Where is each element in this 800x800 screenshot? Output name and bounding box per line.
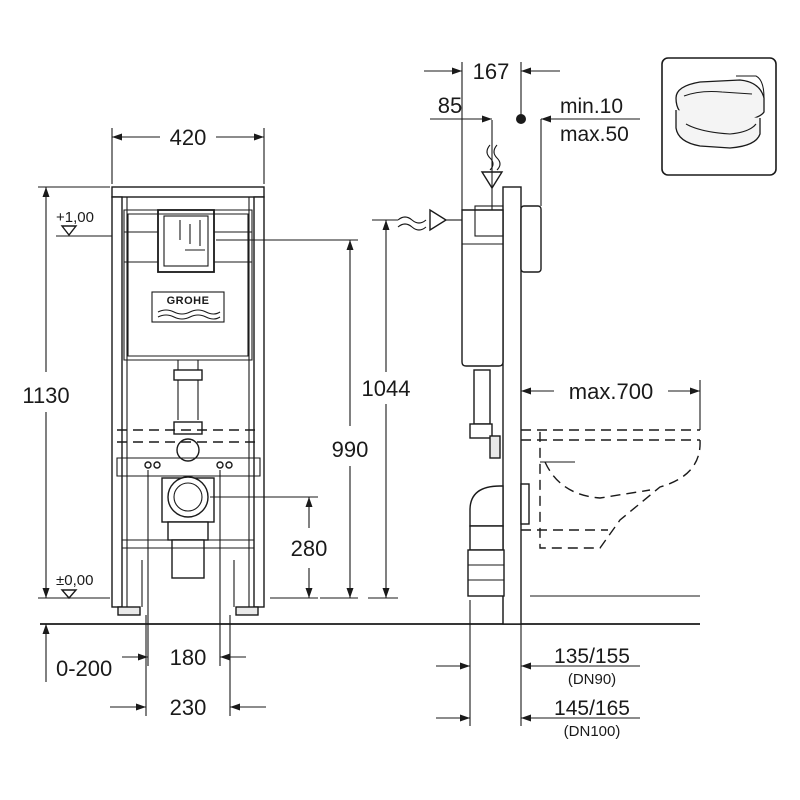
dim-bolt-spacing-label: 180: [170, 645, 207, 670]
dashed-bowl: [521, 429, 701, 549]
dim-height-label: 1130: [22, 383, 69, 408]
dim-feet-spacing-label: 230: [170, 695, 207, 720]
dim-outlet-height-label: 280: [291, 536, 328, 561]
side-frame: [461, 186, 542, 625]
dim-outlet-height: 280: [210, 496, 328, 599]
grohe-logo: GROHE: [151, 291, 225, 323]
dim-dn100-type: (DN100): [564, 723, 621, 740]
dim-dn90-type: (DN90): [568, 671, 616, 688]
dim-depth-top: 167: [424, 59, 560, 210]
level-floor-label: ±0,00: [56, 572, 93, 589]
level-top: +1,00: [56, 209, 112, 237]
water-inlet-top-icon: [480, 120, 504, 210]
dim-feet-spacing: 230: [110, 615, 266, 720]
dim-height-1044-label: 1044: [362, 376, 411, 401]
front-frame: [111, 186, 265, 616]
dim-dn90-label: 135/155: [554, 645, 630, 668]
level-floor: ±0,00: [56, 572, 93, 600]
dim-height-1044: 1044: [362, 219, 411, 599]
dim-outlet-offset: 0-200: [42, 624, 112, 682]
dim-outlet-depth: 135/155 (DN90) 145/165 (DN100): [436, 600, 640, 740]
logo-text: GROHE: [167, 295, 210, 307]
dim-bowl-max-label: max.700: [569, 379, 653, 404]
dim-width: 420: [111, 125, 265, 184]
dim-inlet-height: 990: [216, 239, 369, 599]
dim-inlet-height-label: 990: [332, 437, 369, 462]
dim-wall-thickness: min.10 max.50: [516, 95, 640, 206]
dim-bowl-max: max.700: [521, 379, 701, 430]
floor-line: [40, 595, 700, 625]
dim-wall-min-label: min.10: [560, 95, 623, 118]
dim-depth-top-label: 167: [473, 59, 510, 84]
dim-bolt-spacing: 180: [122, 470, 246, 670]
level-top-label: +1,00: [56, 209, 94, 226]
wall-hung-toilet-icon: [661, 57, 777, 176]
water-inlet-side-icon: [397, 208, 462, 232]
dim-wall-max-label: max.50: [560, 123, 629, 146]
dim-dn100-label: 145/165: [554, 697, 630, 720]
dim-offset-85-label: 85: [438, 93, 462, 118]
dim-height: 1130: [22, 186, 110, 599]
dim-offset-85: 85: [430, 93, 492, 123]
dim-width-label: 420: [170, 125, 207, 150]
dim-outlet-offset-label: 0-200: [56, 656, 112, 681]
